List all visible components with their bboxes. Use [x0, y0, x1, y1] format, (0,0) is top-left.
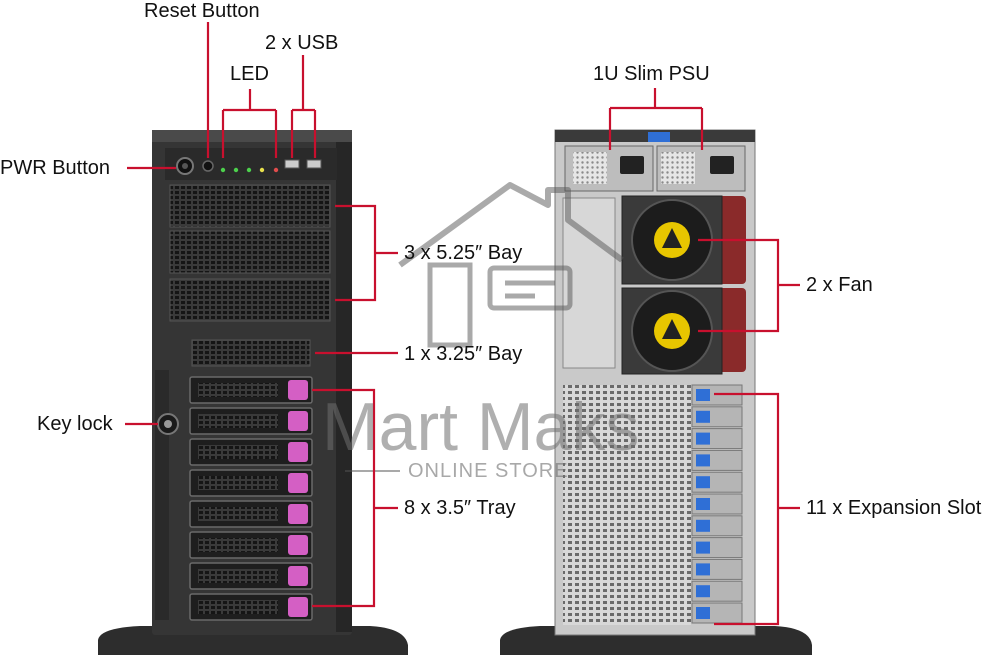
psu-vent: [661, 152, 695, 184]
led-indicator: [259, 167, 265, 173]
tray-vent: [198, 383, 278, 397]
callout-fan: [698, 238, 800, 333]
led-indicator: [220, 167, 226, 173]
slot-latch[interactable]: [696, 541, 710, 554]
slot-latch[interactable]: [696, 519, 710, 532]
warning-icon: [662, 319, 682, 339]
reset-button[interactable]: [202, 160, 214, 172]
tray-release-latch[interactable]: [288, 597, 308, 617]
label-psu: 1U Slim PSU: [593, 63, 710, 85]
label-fan: 2 x Fan: [806, 274, 873, 296]
watermark-brand: Mart Maks: [322, 389, 640, 465]
slot-latch[interactable]: [696, 432, 710, 445]
watermark-door-icon: [427, 262, 473, 348]
callout-expansion: [714, 392, 800, 626]
watermark: [345, 182, 624, 472]
expansion-slots: [691, 384, 743, 624]
tray-vent: [198, 445, 278, 459]
watermark-house-icon: [398, 182, 624, 268]
label-expansion: 11 x Expansion Slot: [806, 497, 982, 519]
front-top-lip: [152, 130, 352, 142]
label-led: LED: [230, 63, 269, 85]
front-chassis: [98, 130, 408, 655]
slot-latch[interactable]: [696, 498, 710, 510]
tray-release-latch[interactable]: [288, 535, 308, 555]
drive-trays: [189, 376, 313, 621]
tray-release-latch[interactable]: [288, 566, 308, 586]
label-reset-button: Reset Button: [144, 0, 260, 22]
watermark-tagline: ONLINE STORE: [408, 460, 569, 482]
tray-release-latch[interactable]: [288, 442, 308, 462]
tray-release-latch[interactable]: [288, 380, 308, 400]
lock-rail: [155, 370, 169, 620]
tray-release-latch[interactable]: [288, 504, 308, 524]
callout-psu: [608, 88, 704, 150]
callout-bay-525: [335, 204, 398, 302]
callout-tray: [312, 388, 398, 608]
tray-vent: [198, 600, 278, 614]
led-indicator: [246, 167, 252, 173]
usb-port[interactable]: [306, 159, 322, 169]
slot-latch[interactable]: [696, 454, 710, 467]
warning-icon: [662, 228, 682, 248]
psu-vent: [573, 152, 607, 184]
front-side-edge: [336, 142, 352, 632]
slot-latch[interactable]: [696, 607, 710, 619]
bays-525: [169, 184, 331, 322]
bay-525: [169, 278, 331, 322]
tray-release-latch[interactable]: [288, 473, 308, 493]
psu-pair: [564, 145, 746, 192]
tray-vent: [198, 414, 278, 428]
tray-vent: [198, 507, 278, 521]
label-bay-325: 1 x 3.25″ Bay: [404, 343, 523, 365]
slot-latch[interactable]: [696, 410, 710, 423]
slot-latch[interactable]: [696, 389, 710, 401]
callout-led: [221, 89, 278, 158]
tray-vent: [198, 476, 278, 490]
release-latch[interactable]: [648, 132, 670, 142]
callout-lines: [125, 22, 800, 626]
led-indicator: [233, 167, 239, 173]
slot-latch[interactable]: [696, 585, 710, 598]
led-indicator: [273, 167, 279, 173]
watermark-lines-icon: [505, 280, 555, 299]
led-row: [220, 167, 279, 173]
bay-325: [191, 339, 311, 367]
tray-release-latch[interactable]: [288, 411, 308, 431]
rear-vent: [563, 385, 691, 625]
usb-port[interactable]: [284, 159, 300, 169]
power-icon: [182, 163, 188, 169]
bay-525: [169, 184, 331, 228]
label-pwr-button: PWR Button: [0, 157, 111, 179]
slot-latch[interactable]: [696, 476, 710, 489]
label-tray: 8 x 3.5″ Tray: [404, 497, 516, 519]
slot-latch[interactable]: [696, 563, 710, 576]
lock-icon: [164, 420, 172, 428]
label-key-lock: Key lock: [37, 413, 113, 435]
bay-525: [169, 230, 331, 274]
power-inlet[interactable]: [710, 156, 734, 174]
label-bay-525: 3 x 5.25″ Bay: [404, 242, 523, 264]
tray-vent: [198, 538, 278, 552]
label-usb: 2 x USB: [265, 32, 339, 54]
rear-chassis: [500, 129, 812, 655]
callout-usb: [290, 55, 317, 158]
power-inlet[interactable]: [620, 156, 644, 174]
tray-vent: [198, 569, 278, 583]
watermark-window-icon: [487, 265, 573, 311]
